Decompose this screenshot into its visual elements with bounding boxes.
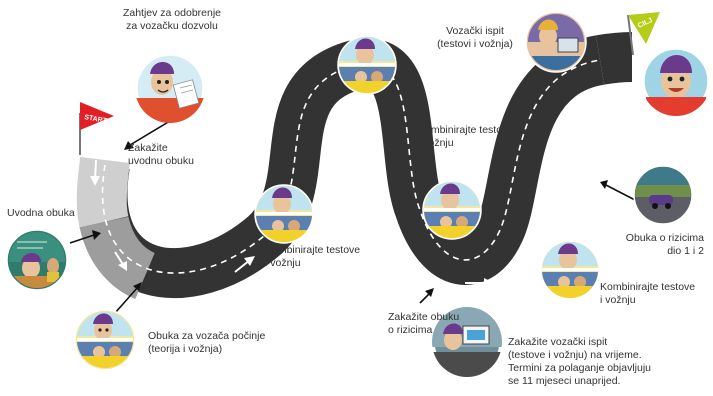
illustration-driver-training: [74, 309, 136, 371]
label-combine-3: Kombinirajte testove i vožnju: [600, 281, 695, 307]
pointer-arrow: [114, 282, 142, 314]
pointer-arrow: [600, 180, 636, 201]
label-line: za vozačku dozvolu: [126, 20, 218, 32]
illustration-driving-exam: [525, 11, 587, 73]
pointer-arrow: [69, 230, 101, 244]
label-line: Kombinirajte testove: [418, 124, 514, 136]
label-line: uvodnu obuku: [128, 155, 194, 167]
label-intro-training: Uvodna obuka: [7, 207, 75, 220]
label-line: Kombinirajte testove: [600, 281, 696, 293]
illustration-intro-training: [6, 229, 68, 291]
label-combine-2: Kombinirajte testove i vožnju: [418, 124, 513, 150]
arrow-icon: [90, 159, 100, 186]
illustration-combine-3: [540, 240, 600, 300]
label-line: Uvodna obuka: [7, 207, 75, 219]
label-line: Zakažite vozački ispit: [508, 336, 608, 348]
label-line: o rizicima: [388, 324, 433, 336]
label-line: Termini za polaganje objavljuju: [508, 362, 652, 374]
label-driver-training-starts: Obuka za vozača počinje (teorija i vožnj…: [148, 330, 265, 356]
label-risk-training: Obuka o rizicima dio 1 i 2: [610, 232, 704, 258]
label-schedule-intro: Zakažite uvodnu obuku: [128, 142, 194, 168]
arrow-icon: [234, 256, 255, 273]
arrow-icon: [114, 251, 127, 271]
label-line: se 11 mjeseci unaprijed.: [508, 375, 621, 387]
label-line: (teorija i vožnja): [148, 343, 223, 355]
road-end-cap: [595, 32, 633, 85]
label-line: (testove i vožnju) na vrijeme.: [508, 349, 642, 361]
arrow-icon: [571, 140, 582, 171]
road-arrows: [90, 140, 582, 288]
arrow-icon: [465, 278, 494, 288]
label-line: i vožnju: [418, 137, 454, 149]
arrow-icon: [366, 141, 378, 163]
label-schedule-exam: Zakažite vozački ispit (testove i vožnju…: [508, 336, 651, 388]
label-line: Vozački ispit: [446, 25, 504, 37]
label-line: i vožnju: [265, 257, 301, 269]
label-line: (testovi i vožnja): [437, 38, 513, 50]
illustration-finish: [643, 48, 709, 116]
start-flag-label: START: [84, 114, 108, 125]
illustration-combine-1: [254, 184, 314, 244]
label-line: Zakažite obuku: [388, 311, 460, 323]
label-line: Obuka za vozača počinje: [148, 330, 266, 342]
label-combine-1: Kombinirajte testove i vožnju: [265, 244, 360, 270]
label-line: i vožnju: [600, 294, 636, 306]
road-start-mid-section: [79, 215, 156, 300]
label-line: Zahtjev za odobrenje: [122, 7, 222, 19]
finish-flag: CILJ: [627, 12, 660, 56]
label-application: Zahtjev za odobrenje za vozačku dozvolu: [120, 7, 224, 33]
illustration-application: [135, 54, 205, 123]
illustration-top-hill: [337, 35, 397, 95]
label-schedule-risk: Zakažite obuku o rizicima: [388, 311, 459, 337]
label-line: Obuka o rizicima: [625, 232, 704, 244]
label-line: Kombinirajte testove: [265, 244, 361, 256]
start-flag: START: [79, 102, 114, 155]
label-driving-exam: Vozački ispit (testovi i vožnja): [430, 25, 520, 51]
label-line: dio 1 i 2: [667, 245, 704, 257]
label-line: Zakažite: [128, 142, 168, 154]
illustration-risk-training: [633, 165, 693, 225]
illustration-combine-2: [422, 180, 482, 240]
pointer-arrow: [419, 288, 434, 304]
